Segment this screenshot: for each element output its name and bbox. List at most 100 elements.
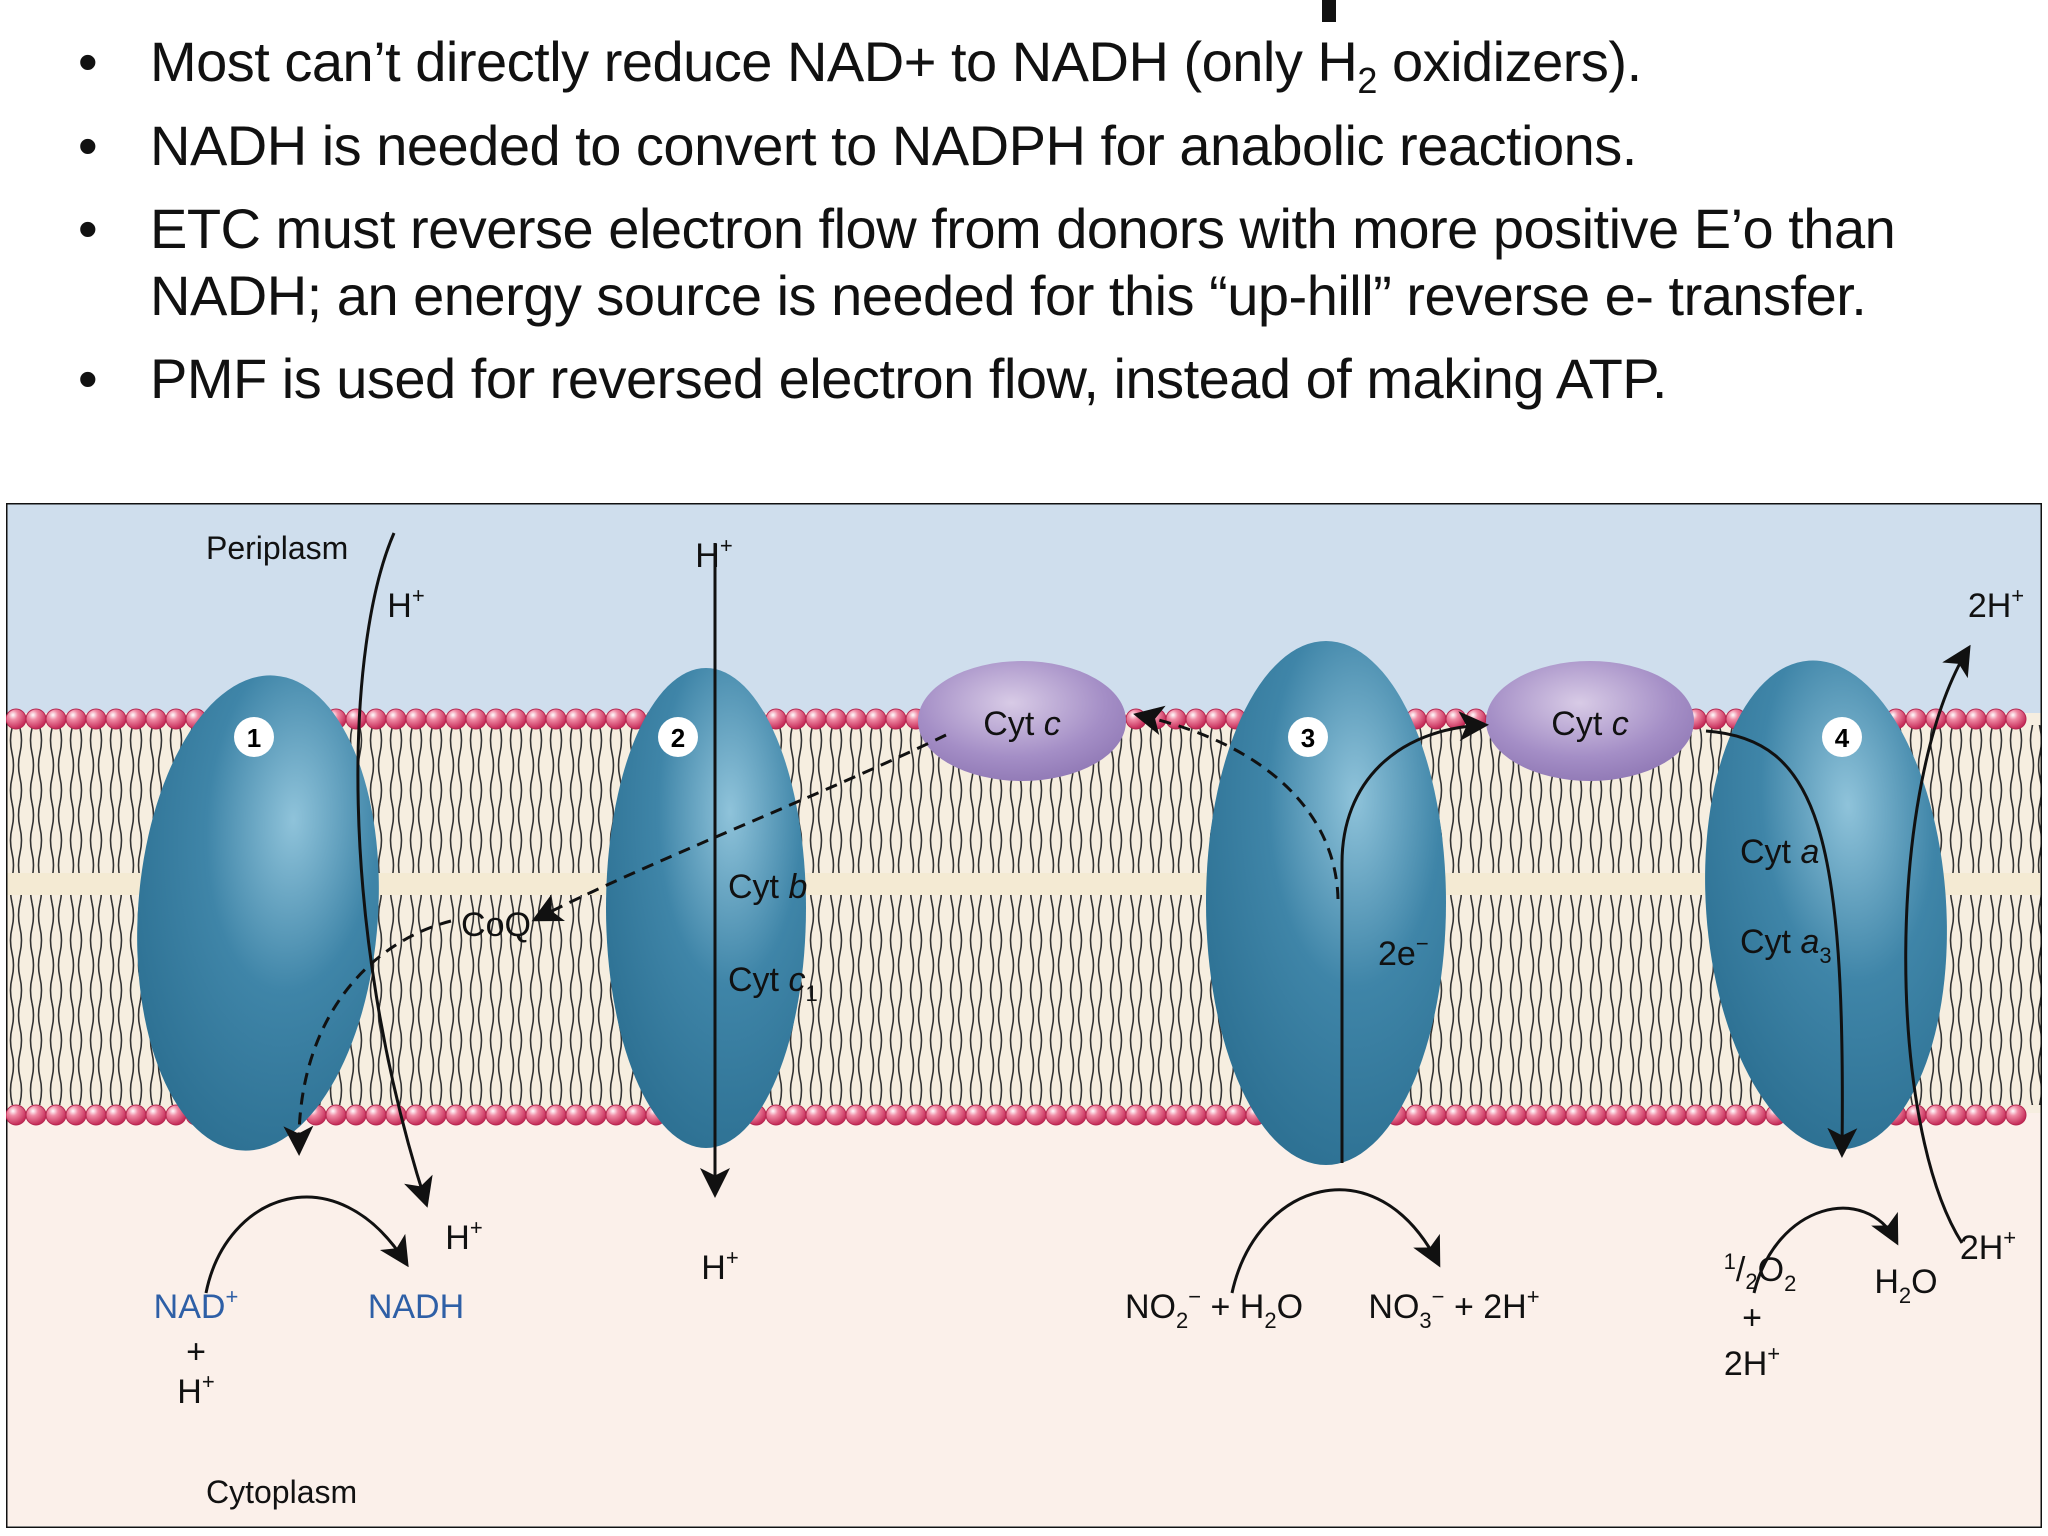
phospholipid-head <box>1545 1104 1567 1126</box>
phospholipid-head <box>965 1104 987 1126</box>
phospholipid-head <box>1905 708 1927 730</box>
phospholipid-head <box>25 708 47 730</box>
phospholipid-head <box>885 1104 907 1126</box>
phospholipid-head <box>1025 1104 1047 1126</box>
phospholipid-head <box>1085 1104 1107 1126</box>
phospholipid-head <box>385 708 407 730</box>
phospholipid-head <box>1605 1104 1627 1126</box>
phospholipid-head <box>1465 1104 1487 1126</box>
phospholipid-head <box>1185 1104 1207 1126</box>
bullet-dot: • <box>78 197 98 260</box>
phospholipid-head <box>905 1104 927 1126</box>
phospholipid-head <box>845 1104 867 1126</box>
phospholipid-head <box>1565 1104 1587 1126</box>
phospholipid-head <box>1705 708 1727 730</box>
cyt-c-1-letter: c <box>1044 705 1061 743</box>
half-oxygen-label: 1/2O2 <box>1724 1249 1797 1296</box>
phospholipid-head <box>1985 708 2007 730</box>
phospholipid-head <box>545 1104 567 1126</box>
complex-3-number-circle <box>1288 717 1328 757</box>
phospholipid-head <box>565 708 587 730</box>
phospholipid-head <box>1125 708 1147 730</box>
complex-4-electron-down <box>1705 729 1858 1158</box>
phospholipid-head <box>1585 1104 1607 1126</box>
phospholipid-head <box>2005 1104 2027 1126</box>
phospholipid-head <box>1625 1104 1647 1126</box>
bullet-1-text-end: oxidizers). <box>1376 30 1642 93</box>
phospholipid-head <box>1445 1104 1467 1126</box>
periplasm-label: Periplasm <box>206 530 348 566</box>
phospholipid-head <box>1405 1104 1427 1126</box>
coq-to-complex-1-dashed <box>283 919 452 1156</box>
phospholipid-head <box>485 1104 507 1126</box>
phospholipid-head <box>165 708 187 730</box>
phospholipid-head <box>1525 1104 1547 1126</box>
phospholipid-head <box>1485 1104 1507 1126</box>
nad-reduction-arc <box>204 1195 409 1294</box>
bullet-4-text: PMF is used for reversed electron flow, … <box>150 347 1667 410</box>
complex-1-number-circle <box>234 717 274 757</box>
bullet-2-text: NADH is needed to convert to NADPH for a… <box>150 114 1637 177</box>
phospholipid-head <box>405 1104 427 1126</box>
phospholipid-head <box>125 708 147 730</box>
cyt-c1-label: Cyt c1 <box>728 961 818 1006</box>
phospholipid-head <box>1505 1104 1527 1126</box>
phospholipid-head <box>65 708 87 730</box>
bullet-dot: • <box>78 114 98 177</box>
phospholipid-head <box>785 708 807 730</box>
water-label: H2O <box>1874 1263 1937 1308</box>
phospholipid-head <box>125 1104 147 1126</box>
phospholipid-head <box>345 1104 367 1126</box>
diagram-labels: Periplasm Cytoplasm H+ H+ 2H+ CoQ Cyt b … <box>154 530 2024 1510</box>
cytoplasm-label: Cytoplasm <box>206 1474 357 1510</box>
phospholipid-head <box>1965 1104 1987 1126</box>
phospholipid-head <box>585 1104 607 1126</box>
phospholipid-head <box>1985 1104 2007 1126</box>
nitrite-water-label: NO2− + H2O <box>1125 1284 1303 1333</box>
electron-transport-diagram: 1 2 3 4 Cyt c Cyt c Periplasm Cy <box>6 503 2042 1528</box>
cyt-b-label: Cyt b <box>728 868 807 906</box>
coq-label: CoQ <box>461 906 531 944</box>
phospholipid-head <box>465 1104 487 1126</box>
phospholipid-head <box>45 708 67 730</box>
complex-2: 2 <box>606 668 806 1148</box>
phospholipid-head <box>605 1104 627 1126</box>
phospholipid-head <box>1145 1104 1167 1126</box>
complex-4-number: 4 <box>1835 723 1850 753</box>
phospholipid-head <box>105 1104 127 1126</box>
phospholipid-head <box>1205 708 1227 730</box>
phospholipid-head <box>525 1104 547 1126</box>
nad-plus-sign: + <box>186 1333 206 1371</box>
phospholipid-head <box>425 708 447 730</box>
phospholipid-head <box>505 1104 527 1126</box>
phospholipid-head <box>825 708 847 730</box>
phospholipid-head <box>1945 708 1967 730</box>
phospholipid-head <box>105 708 127 730</box>
phospholipid-head <box>1705 1104 1727 1126</box>
phospholipid-head <box>445 708 467 730</box>
phospholipid-head <box>45 1104 67 1126</box>
oxygen-reduction-arc <box>1752 1206 1899 1294</box>
phospholipid-head <box>85 708 107 730</box>
phospholipid-head <box>145 708 167 730</box>
two-electrons-label: 2e− <box>1378 931 1429 973</box>
complex-1: 1 <box>137 675 379 1151</box>
phospholipid-head <box>1645 1104 1667 1126</box>
phospholipid-head <box>1125 1104 1147 1126</box>
phospholipid-head <box>805 708 827 730</box>
phospholipid-head <box>485 708 507 730</box>
complex-3-electron-up <box>1340 711 1489 1163</box>
svg-text:Cyt c: Cyt c <box>1551 705 1628 743</box>
phospholipid-head <box>25 1104 47 1126</box>
bullet-dot: • <box>78 30 98 93</box>
nitrate-protons-label: NO3− + 2H+ <box>1368 1284 1539 1333</box>
complex-1-number: 1 <box>247 723 261 753</box>
phospholipid-head <box>1005 1104 1027 1126</box>
phospholipid-head <box>425 1104 447 1126</box>
phospholipid-head <box>365 708 387 730</box>
phospholipid-head <box>1105 1104 1127 1126</box>
oxygen-plus-sign: + <box>1742 1299 1762 1337</box>
bullet-3-text-line2: NADH; an energy source is needed for thi… <box>150 264 1867 327</box>
phospholipid-head <box>985 1104 1007 1126</box>
phospholipid-head <box>925 1104 947 1126</box>
